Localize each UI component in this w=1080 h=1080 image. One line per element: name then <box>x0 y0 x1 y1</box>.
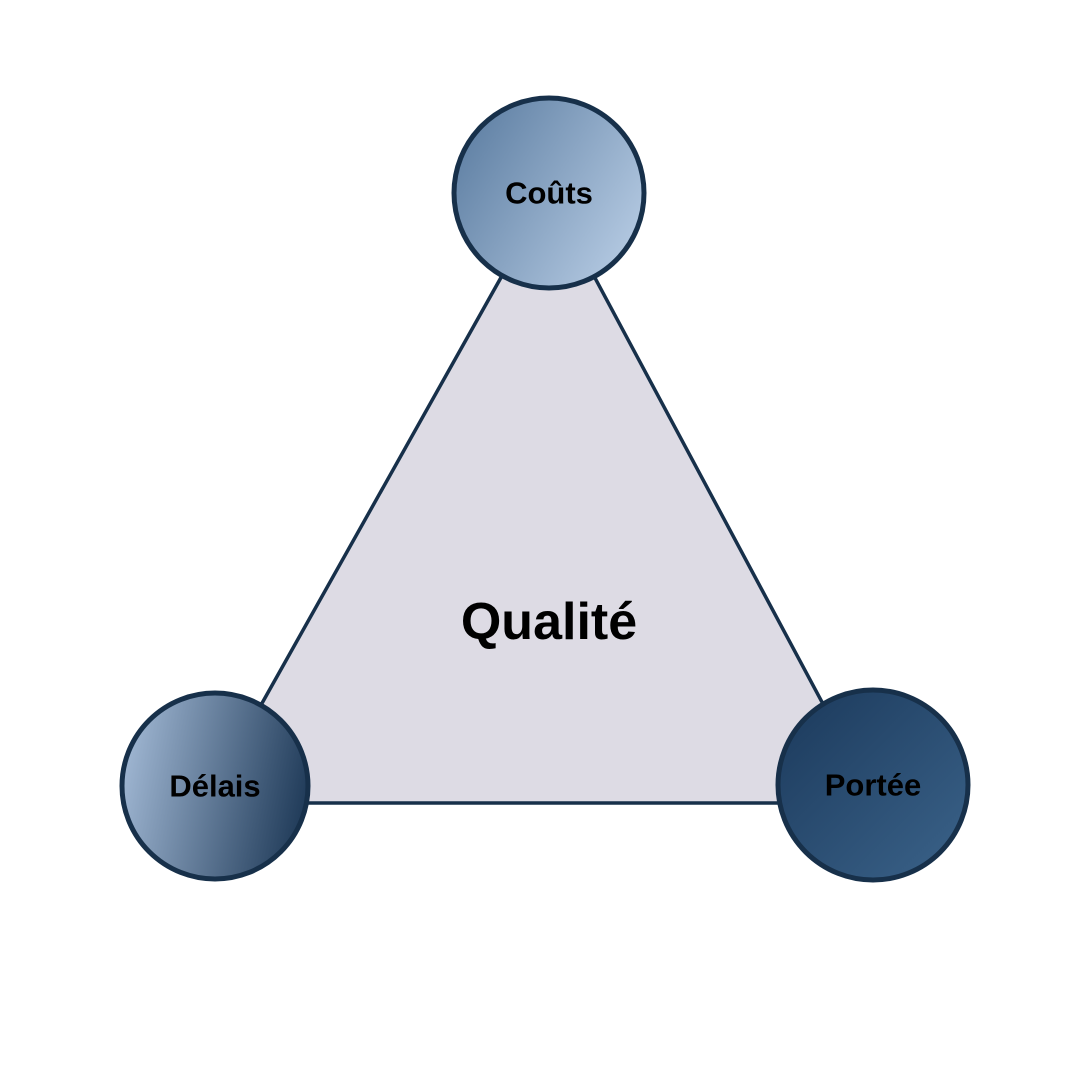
node-delais-circle <box>119 690 311 882</box>
node-couts-circle <box>451 95 647 291</box>
quality-triangle <box>203 188 879 805</box>
node-couts-label: Coûts <box>505 176 593 211</box>
node-portee-circle <box>775 687 971 883</box>
node-delais: Délais <box>119 690 311 882</box>
node-delais-label: Délais <box>169 769 260 804</box>
center-label-qualite: Qualité <box>461 593 637 651</box>
node-portee-label: Portée <box>825 768 921 803</box>
node-couts: Coûts <box>451 95 647 291</box>
node-portee: Portée <box>775 687 971 883</box>
